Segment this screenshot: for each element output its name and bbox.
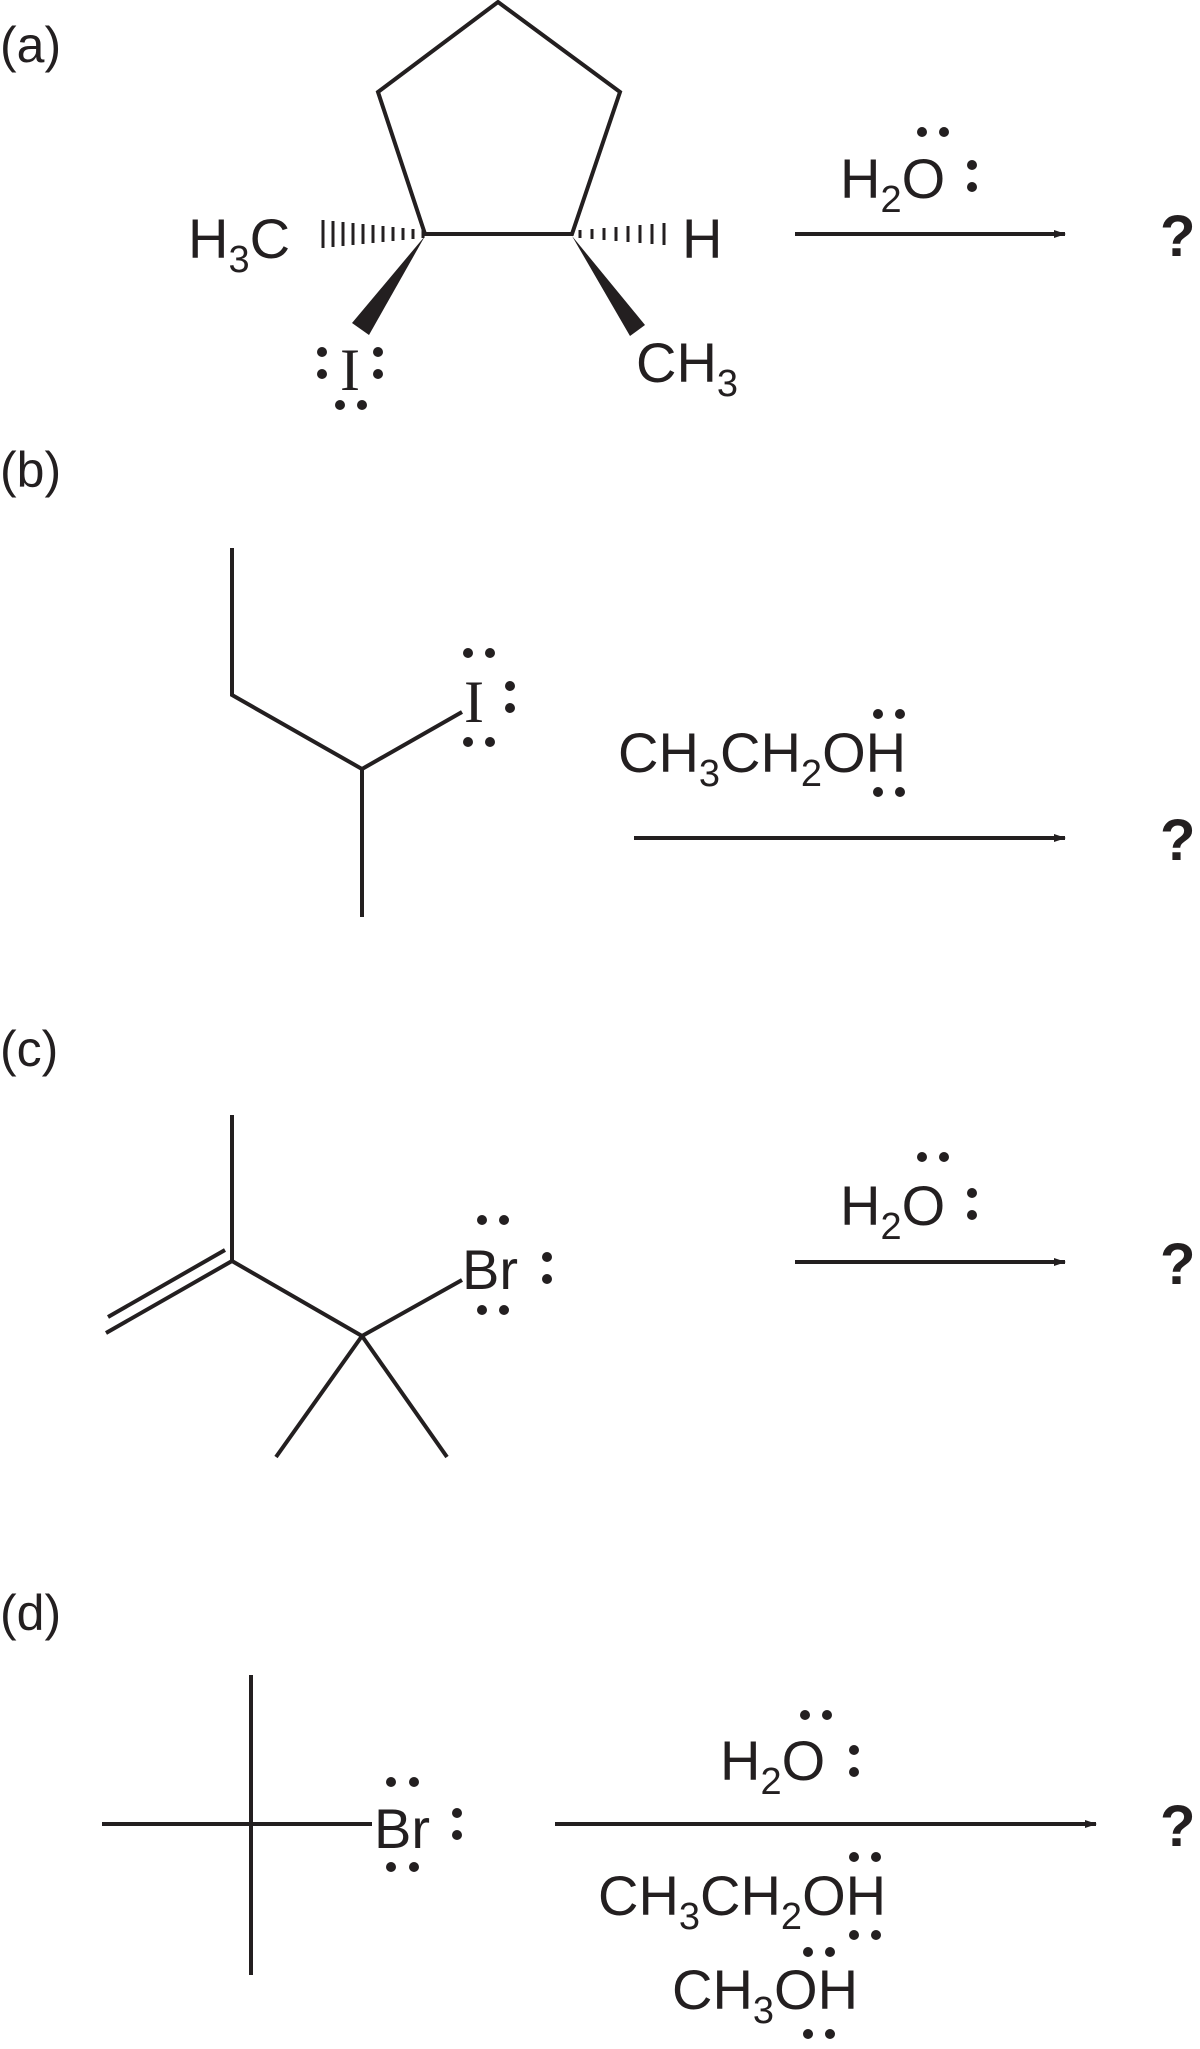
bond-c2-c3-c xyxy=(231,1259,363,1338)
double-bond-inner-c xyxy=(107,1248,226,1319)
cyclopentane-ring xyxy=(375,0,623,236)
reaction-b: (b) I CH3CH2OH ? xyxy=(0,442,1195,917)
lone-pairs-bromine-d xyxy=(386,1777,462,1872)
lone-pairs-ethanol-b xyxy=(873,709,905,797)
atom-h: H xyxy=(682,207,722,270)
bond-methyl-left-c xyxy=(274,1334,364,1459)
reaction-d-label: (d) xyxy=(0,1585,61,1641)
reagent-methanol-d: CH3OH xyxy=(672,1958,858,2032)
reaction-c: (c) Br H2O ? xyxy=(0,1021,1195,1459)
lone-pairs-water-a xyxy=(917,127,977,192)
reagent-ethanol-d: CH3CH2OH xyxy=(598,1864,886,1938)
lone-pairs-bromine-c xyxy=(477,1215,552,1315)
atom-ch3: CH3 xyxy=(636,331,738,405)
hashed-bond-ch3 xyxy=(321,220,425,248)
lone-pairs-water-d xyxy=(800,1710,859,1777)
bond-methyl-right-c xyxy=(360,1334,449,1459)
reagent-water-c: H2O xyxy=(840,1174,945,1248)
lone-pairs-water-c xyxy=(917,1152,977,1220)
reaction-b-label: (b) xyxy=(0,442,61,498)
wedge-bond-iodine xyxy=(352,236,425,335)
atom-bromine-c: Br xyxy=(462,1238,518,1301)
lone-pairs-iodine-b xyxy=(463,648,515,747)
reaction-a-label: (a) xyxy=(0,17,61,73)
bond-c-iodine-b xyxy=(361,710,463,771)
skeleton-chain-b xyxy=(230,548,364,917)
atom-iodine-b: I xyxy=(464,669,484,735)
reagent-water-d: H2O xyxy=(720,1729,825,1803)
product-unknown-c: ? xyxy=(1160,1232,1195,1297)
atom-h3c-h: H3C xyxy=(188,207,290,281)
reaction-d: (d) Br H2O ? CH3CH2OH CH3OH xyxy=(0,1585,1195,2039)
product-unknown-a: ? xyxy=(1160,204,1195,269)
bond-c-br-c xyxy=(361,1278,463,1338)
atom-iodine-a: I xyxy=(340,337,360,403)
product-unknown-b: ? xyxy=(1160,808,1195,873)
wedge-bond-ch3 xyxy=(572,236,645,336)
lone-pairs-methanol-d xyxy=(803,1947,835,2039)
atom-bromine-d: Br xyxy=(374,1797,430,1860)
lone-pairs-iodine-a xyxy=(317,347,383,410)
lone-pairs-ethanol-d xyxy=(849,1852,881,1940)
reagent-water-a: H2O xyxy=(840,147,945,221)
hashed-bond-h xyxy=(578,223,666,245)
reaction-a: (a) H3C I xyxy=(0,0,1195,410)
double-bond-outer-c xyxy=(105,1259,233,1335)
product-unknown-d: ? xyxy=(1160,1794,1195,1859)
reaction-c-label: (c) xyxy=(0,1021,58,1077)
reagent-ethanol-b: CH3CH2OH xyxy=(618,721,906,795)
